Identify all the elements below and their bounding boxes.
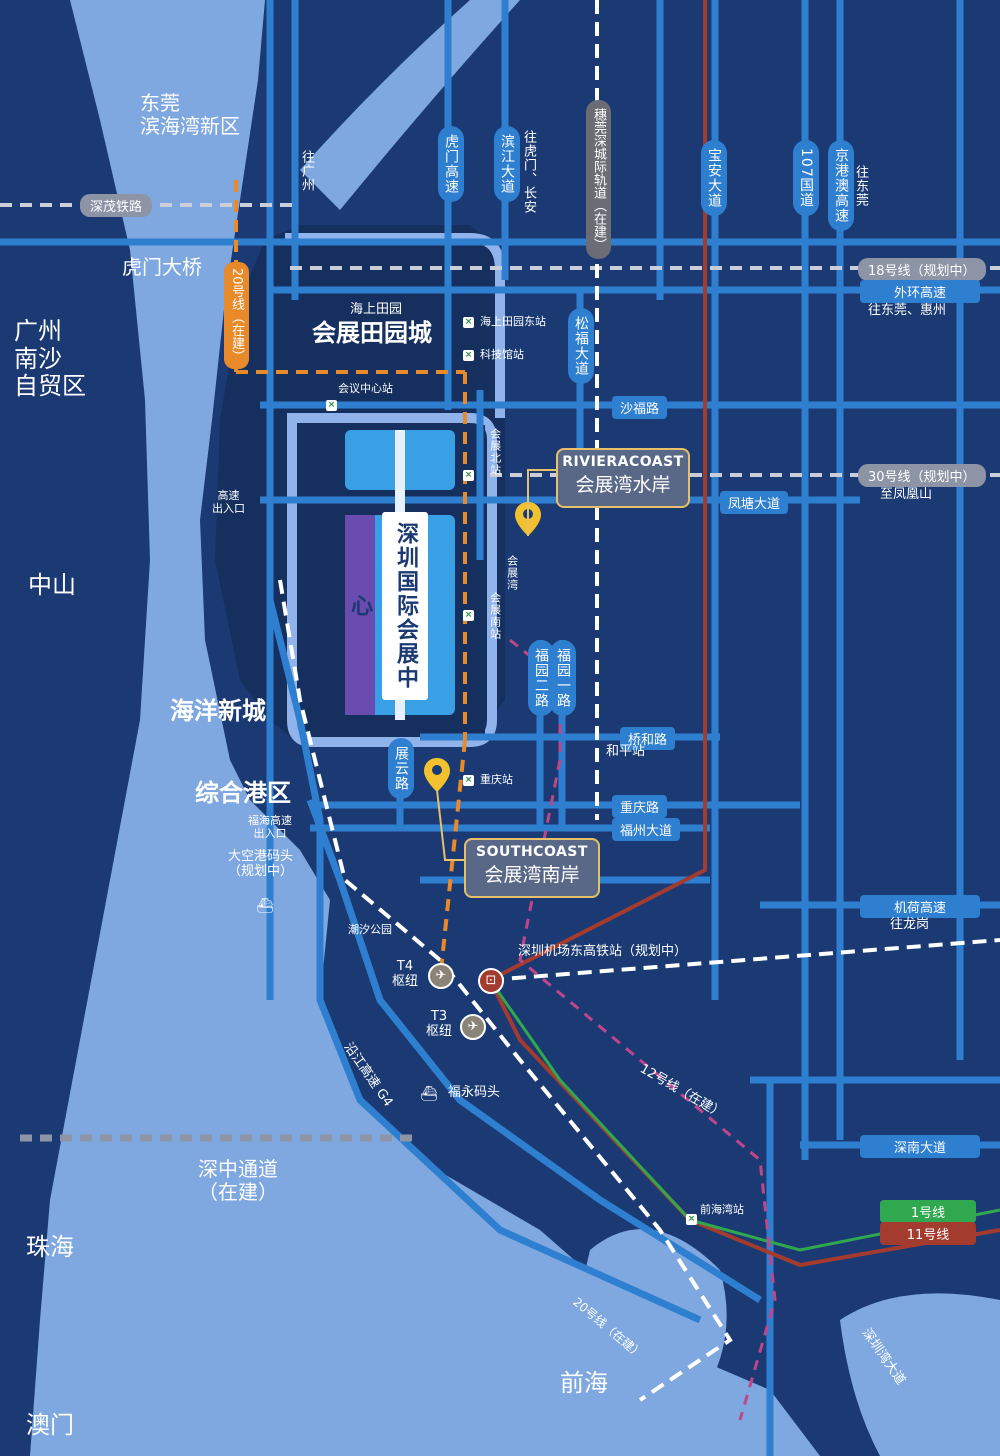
station-icon: × [463,470,474,481]
road-jinggang: 京港澳高速 [828,140,854,231]
line11-label: 11号线 [880,1222,976,1245]
station-heping: 和平站 [606,744,646,759]
line30-label: 30号线（规划中） [858,464,986,487]
road-outer-ring: 外环高速 [860,280,980,303]
project-riviera-cn: 会展湾水岸 [575,474,671,496]
airplane-icon: ✈ [428,963,454,989]
road-songfu: 松福大道 [568,308,594,384]
pearl-river-water [0,0,820,1456]
label-fuyong: 福永码头 [448,1085,501,1100]
project-south-en: SOUTHCOAST [476,844,588,860]
road-chongqing: 重庆路 [612,795,668,818]
rail-guanshen: 穗莞深城际轨道（在建） [586,100,611,259]
road-to-humen: 往虎门、长安 [520,130,536,214]
project-riviera-coast[interactable]: RIVIERACOAST 会展湾水岸 [556,448,690,508]
station-icon: × [326,400,337,411]
label-fuhai-exit: 福海高速 出入口 [248,814,292,840]
road-baoan: 宝安大道 [701,140,727,216]
road-qiaohe: 桥和路 [620,727,676,750]
tianyuan-big-label: 会展田园城 [312,319,432,347]
road-to-dg: 往东莞 [852,165,868,207]
train-icon: ⊡ [478,968,504,994]
location-pin-icon[interactable] [515,502,541,536]
road-shennan: 深南大道 [860,1135,980,1158]
ferry-icon: ⛴ [420,1086,438,1102]
region-dongguan: 东莞 滨海湾新区 [140,91,240,138]
se-water [840,1293,1000,1456]
station-chongqing: 重庆站 [480,773,513,786]
road-huizhan-wan: 会展湾 [505,555,519,591]
station-icon: × [463,350,474,361]
ferry-icon: ⛴ [256,898,274,914]
west-shore [0,0,150,1456]
road-jihe: 机荷高速 [860,895,980,918]
humen-bridge-label: 虎门大桥 [122,255,202,279]
location-pin-icon[interactable] [424,758,450,792]
road-to-dg-hz: 往东莞、惠州 [868,303,947,318]
line20-orange-pill: 20号线（在建） [224,262,249,369]
road-to-gz: 往广州 [298,150,314,192]
station-kejiguan: 科技馆站 [480,348,524,361]
region-zhongshan: 中山 [28,571,76,599]
conference-hall-title: 深圳国际会展中心 [347,512,428,700]
road-g107: 107国道 [793,140,819,216]
road-zhanyun: 展云路 [388,738,414,799]
project-south-cn: 会展湾南岸 [484,864,580,886]
region-shenzhong: 深中通道 （在建） [198,1157,278,1204]
line18-label: 18号线（规划中） [858,258,986,281]
line1-label: 1号线 [880,1200,976,1223]
station-conference: 会议中心站 [338,382,393,395]
station-icon: × [463,610,474,621]
road-fengtang: 凤塘大道 [720,491,789,514]
region-macau: 澳门 [26,1411,74,1439]
label-chaoxi: 潮汐公园 [348,923,392,936]
rail-airport-hsr: 深圳机场东高铁站（规划中） [518,944,688,959]
rail-shamao: 深茂铁路 [80,194,153,217]
region-zonghe: 综合港区 [195,779,291,807]
label-t3: T3 枢纽 [426,1009,453,1039]
station-icon: × [463,317,474,328]
region-zhuhai: 珠海 [26,1233,74,1261]
road-fuyuan1: 福园一路 [550,640,576,716]
road-binjiang: 滨江大道 [494,126,520,202]
road-to-longgang: 往龙岗 [890,917,930,932]
label-dakong: 大空港码头 （规划中） [228,849,294,879]
airplane-icon: ✈ [460,1014,486,1040]
project-riviera-en: RIVIERACOAST [562,454,684,470]
region-haiyang: 海洋新城 [170,697,266,725]
label-hw-exit: 高速 出入口 [212,489,245,515]
station-tianyuan-e: 海上田园东站 [480,315,546,328]
station-huizhan-s: 会展南站 [488,592,502,640]
region-guangzhou: 广州 南沙 自贸区 [14,317,86,401]
dongguan-water [300,0,520,210]
rail-red [487,0,1000,1268]
road-fuyuan2: 福园二路 [528,640,554,716]
station-icon: × [686,1214,697,1225]
road-fuzhou: 福州大道 [612,818,681,841]
station-qianhaiwan: 前海湾站 [700,1203,744,1216]
road-shafu: 沙福路 [612,396,668,419]
region-qianhai: 前海 [560,1369,608,1397]
road-to-fhs: 至凤凰山 [880,487,933,502]
tianyuan-small-label: 海上田园 [350,302,403,317]
label-t4: T4 枢纽 [392,959,419,989]
station-huizhan-n: 会展北站 [488,428,502,476]
south-bay [560,1229,727,1456]
road-humen-hwy: 虎门高速 [438,126,464,202]
station-icon: × [463,775,474,786]
project-south-coast[interactable]: SOUTHCOAST 会展湾南岸 [464,838,600,898]
